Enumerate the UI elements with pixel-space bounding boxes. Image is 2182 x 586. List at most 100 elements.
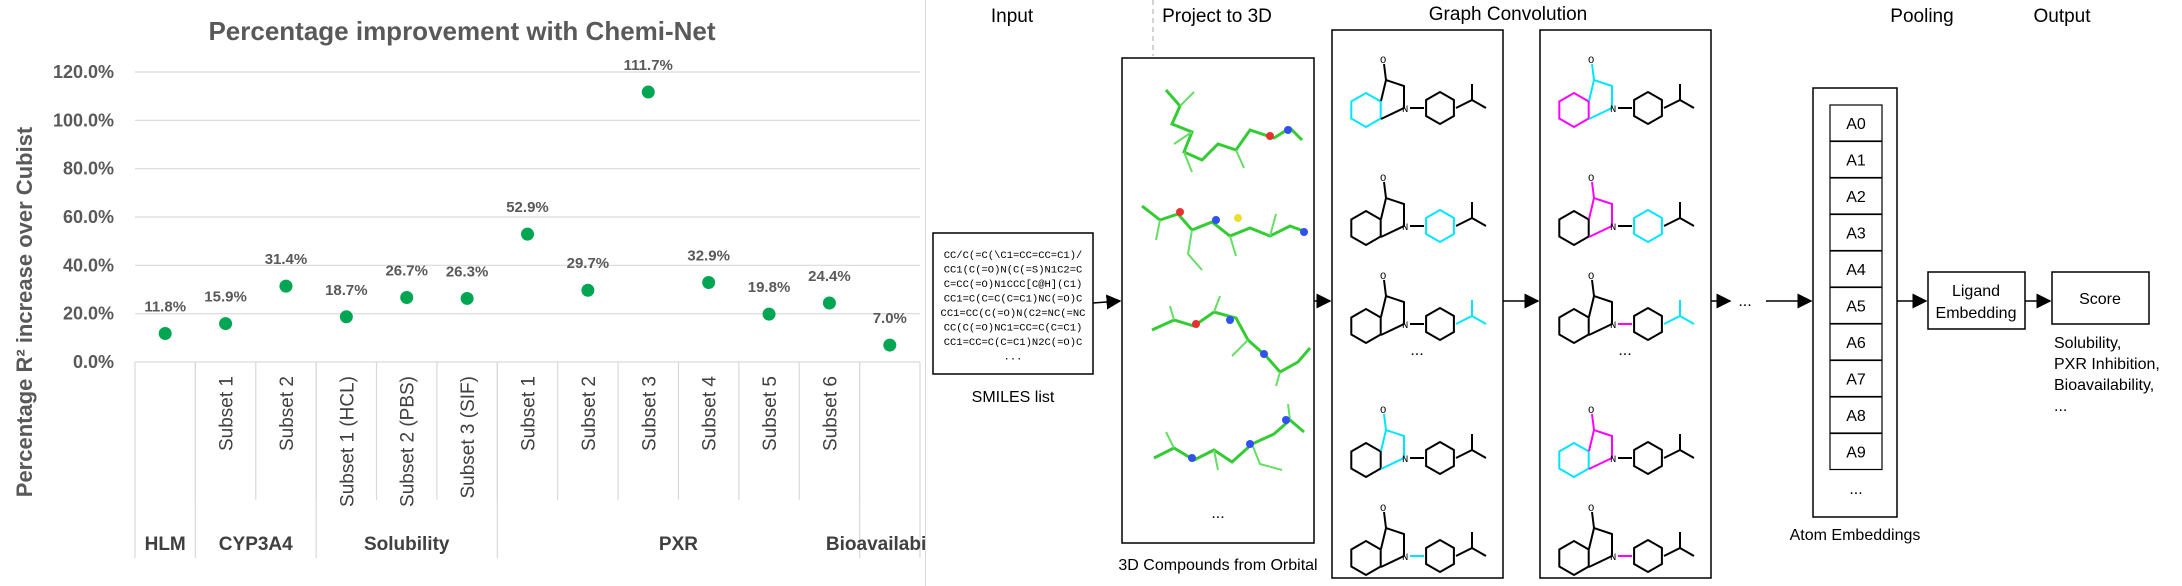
svg-text:N: N	[1402, 552, 1408, 564]
data-point	[822, 296, 836, 310]
data-point	[400, 290, 414, 304]
data-label: 29.7%	[567, 255, 610, 272]
smiles-line: CC/C(=C(\C1=CC=CC=C1)/	[944, 250, 1083, 262]
graph-conv-box-1	[1331, 29, 1504, 579]
data-points	[158, 85, 897, 352]
data-label: 31.4%	[265, 251, 308, 268]
atom-embedding-label: A6	[1846, 335, 1866, 352]
svg-text:O: O	[1588, 173, 1594, 185]
svg-text:O: O	[1380, 271, 1386, 283]
group-label: HLM	[145, 534, 186, 555]
category-label: Subset 6	[820, 376, 841, 451]
compounds-ellipsis: ...	[1211, 505, 1224, 522]
graph-conv-1-ellipsis: ...	[1410, 342, 1423, 359]
ligand-embedding-line-1: Ligand	[1952, 283, 2000, 300]
y-tick-label: 60.0%	[63, 207, 114, 227]
data-point	[581, 283, 595, 297]
output-property: Bioavailability,	[2054, 377, 2154, 394]
category-label: Subset 2 (PBS)	[398, 376, 419, 507]
group-label: PXR	[659, 534, 698, 555]
category-label: Subset 1 (HCL)	[337, 376, 358, 507]
svg-text:O: O	[1380, 55, 1386, 67]
data-label: 18.7%	[325, 282, 368, 299]
data-label: 7.0%	[873, 310, 907, 327]
data-point	[521, 227, 534, 241]
compound-3d-4	[1153, 403, 1305, 471]
graph-conv-2-ellipsis: ...	[1618, 342, 1631, 359]
smiles-line: CC1(C(=O)N(C(=S)N1C2=C	[944, 265, 1083, 277]
y-tick-label: 0.0%	[73, 352, 114, 372]
svg-text:N: N	[1610, 454, 1616, 466]
atom-embedding-label: A1	[1846, 153, 1866, 170]
molecule-2d: ON	[1350, 503, 1487, 577]
data-point	[762, 307, 776, 321]
data-point	[641, 85, 655, 99]
svg-text:O: O	[1380, 503, 1386, 515]
svg-text:O: O	[1588, 55, 1594, 67]
data-point	[883, 338, 897, 352]
category-label: Subset 4	[700, 376, 721, 451]
stage-project-label: Project to 3D	[1162, 6, 1272, 27]
atom-embeddings-caption: Atom Embeddings	[1790, 527, 1921, 544]
smiles-caption: SMILES list	[972, 389, 1055, 406]
data-label: 52.9%	[506, 199, 549, 216]
pipeline-diagram: Input Project to 3D Graph Convolution Po…	[932, 0, 2160, 579]
stage-pooling-label: Pooling	[1890, 6, 1953, 27]
category-axis-frame	[134, 362, 921, 558]
group-label: CYP3A4	[219, 534, 293, 555]
atom-embeddings-box	[1812, 87, 1898, 518]
y-tick-label: 100.0%	[53, 110, 114, 130]
category-label: Subset 3 (SIF)	[458, 376, 479, 499]
stage-output-label: Output	[2033, 6, 2091, 27]
score-box	[2051, 271, 2150, 325]
category-label: Subset 2	[277, 376, 298, 451]
compounds-caption: 3D Compounds from Orbital	[1118, 557, 1317, 574]
y-tick-label: 120.0%	[53, 62, 114, 82]
data-point	[460, 291, 474, 305]
group-label: Bioavailability	[826, 534, 925, 555]
svg-text:N: N	[1610, 104, 1616, 116]
smiles-line: CC1=CC(C(=O)N(C2=NC(=NC	[941, 308, 1086, 320]
smiles-list: CC/C(=C(\C1=CC=CC=C1)/ CC1(C(=O)N(C(=S)N1…	[941, 250, 1086, 364]
compound-3d-3	[1151, 295, 1312, 387]
data-point	[279, 279, 293, 293]
smiles-line: ...	[1004, 352, 1023, 364]
smiles-line: CC1=C(C=C(C=C1)NC(=O)C	[944, 294, 1083, 306]
scatter-chart: Percentage improvement with Chemi-Net Pe…	[12, 16, 925, 558]
svg-text:O: O	[1588, 271, 1594, 283]
data-label: 24.4%	[808, 268, 851, 285]
svg-text:O: O	[1380, 173, 1386, 185]
atom-embedding-list: A0A1A2A3A4A5A6A7A8A9...	[1829, 104, 1883, 498]
atom-embedding-label: A4	[1846, 262, 1866, 279]
category-label: Subset 2	[579, 376, 600, 451]
smiles-box	[932, 232, 1094, 375]
atom-embedding-label: A8	[1846, 408, 1866, 425]
svg-text:O: O	[1380, 405, 1386, 417]
y-tick-label: 40.0%	[63, 255, 114, 275]
svg-text:N: N	[1610, 552, 1616, 564]
chart-title: Percentage improvement with Chemi-Net	[208, 16, 715, 46]
data-label: 32.9%	[687, 247, 730, 264]
ligand-embedding-line-2: Embedding	[1936, 305, 2017, 322]
more-layers-ellipsis: ...	[1738, 293, 1751, 310]
category-label: Subset 3	[639, 376, 660, 451]
atom-embedding-label: A5	[1846, 299, 1866, 316]
data-label: 111.7%	[624, 57, 673, 74]
atom-embedding-label: A0	[1846, 116, 1866, 133]
molecule-2d: ON	[1350, 55, 1487, 129]
svg-text:N: N	[1610, 222, 1616, 234]
y-axis-label: Percentage R² increase over Cubist	[12, 126, 37, 497]
svg-text:N: N	[1402, 454, 1408, 466]
molecule-2d: ON	[1558, 503, 1695, 577]
group-label: Solubility	[364, 534, 450, 555]
y-tick-label: 80.0%	[63, 159, 114, 179]
flow-arrows	[1092, 293, 2052, 310]
output-property: PXR Inhibition,	[2054, 356, 2160, 373]
score-label: Score	[2079, 291, 2121, 308]
output-property: ...	[2054, 398, 2067, 415]
compound-3d-2	[1141, 204, 1308, 271]
molecule-2d: ON	[1350, 173, 1487, 247]
category-label: Subset 1	[519, 376, 540, 451]
data-label: 19.8%	[748, 279, 791, 296]
molecule-2d: ON	[1558, 405, 1695, 479]
